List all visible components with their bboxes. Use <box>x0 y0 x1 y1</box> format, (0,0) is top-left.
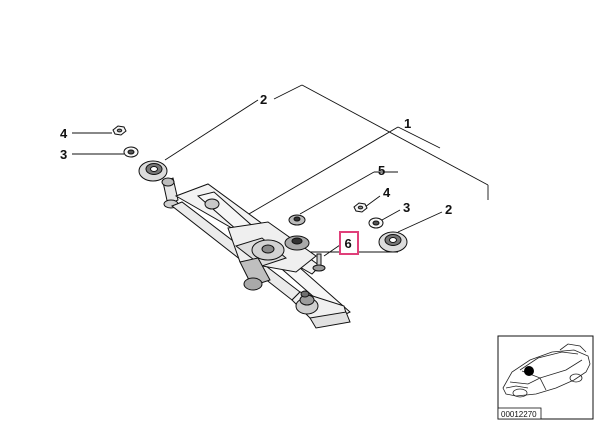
callout-6-highlighted[interactable]: 6 <box>345 236 352 251</box>
stud-head-icon <box>312 264 326 272</box>
motor-end-cap <box>243 277 263 291</box>
leader-3-right <box>381 209 401 221</box>
inset-ref-box <box>497 407 542 420</box>
bushing-left-core <box>150 166 158 172</box>
vehicle-inset: 00012270 <box>497 335 594 420</box>
leader-2-to-left-bushing <box>164 99 259 161</box>
location-marker-icon <box>524 366 534 376</box>
grommet-5 <box>284 214 310 251</box>
grommet-bottom-hole <box>291 237 303 245</box>
callout-2-right[interactable]: 2 <box>445 202 452 217</box>
motor-crank-center <box>261 244 275 254</box>
callout-6-highlight-box[interactable] <box>339 231 359 255</box>
leader-1-to-linkage <box>241 126 399 219</box>
left-pivot-cap <box>161 177 175 187</box>
leader-5-to-grommet <box>299 171 375 215</box>
wiper-linkage-frame <box>161 177 351 329</box>
frame-lower-right-edge <box>309 311 351 329</box>
callout-3-right[interactable]: 3 <box>403 200 410 215</box>
motor-body <box>239 257 271 287</box>
leader-1-horizontal <box>397 126 441 149</box>
leader-6 <box>323 244 341 257</box>
right-hardware <box>353 202 408 253</box>
nut-left-hole <box>116 128 123 133</box>
leader-2-top-horizontal <box>273 84 303 100</box>
bushing-right-core <box>389 237 397 243</box>
ball-joint-upper-left <box>204 198 220 210</box>
nut-right-hole <box>357 205 364 210</box>
right-pivot-bolt <box>300 290 310 298</box>
callout-2-top[interactable]: 2 <box>260 92 267 107</box>
washer-right-hole <box>372 220 380 226</box>
washer-left-hole <box>127 149 135 155</box>
inset-frame <box>497 335 594 420</box>
leader-lines <box>72 84 489 257</box>
callout-1[interactable]: 1 <box>404 116 411 131</box>
callout-4-right[interactable]: 4 <box>383 185 391 200</box>
car-outline-icon <box>502 343 591 398</box>
callout-labels: 2 1 4 3 5 4 3 2 6 <box>60 92 452 255</box>
grommet-top-hole <box>293 216 301 222</box>
leader-4-right <box>364 195 381 208</box>
stud-6 <box>312 253 326 272</box>
inset-reference-number: 00012270 <box>501 410 537 419</box>
leader-2-right <box>397 211 443 233</box>
callout-5[interactable]: 5 <box>378 163 385 178</box>
leader-2-to-right-frame <box>301 84 489 186</box>
left-hardware <box>112 125 168 182</box>
callout-3-left[interactable]: 3 <box>60 147 67 162</box>
callout-4-left[interactable]: 4 <box>60 126 68 141</box>
